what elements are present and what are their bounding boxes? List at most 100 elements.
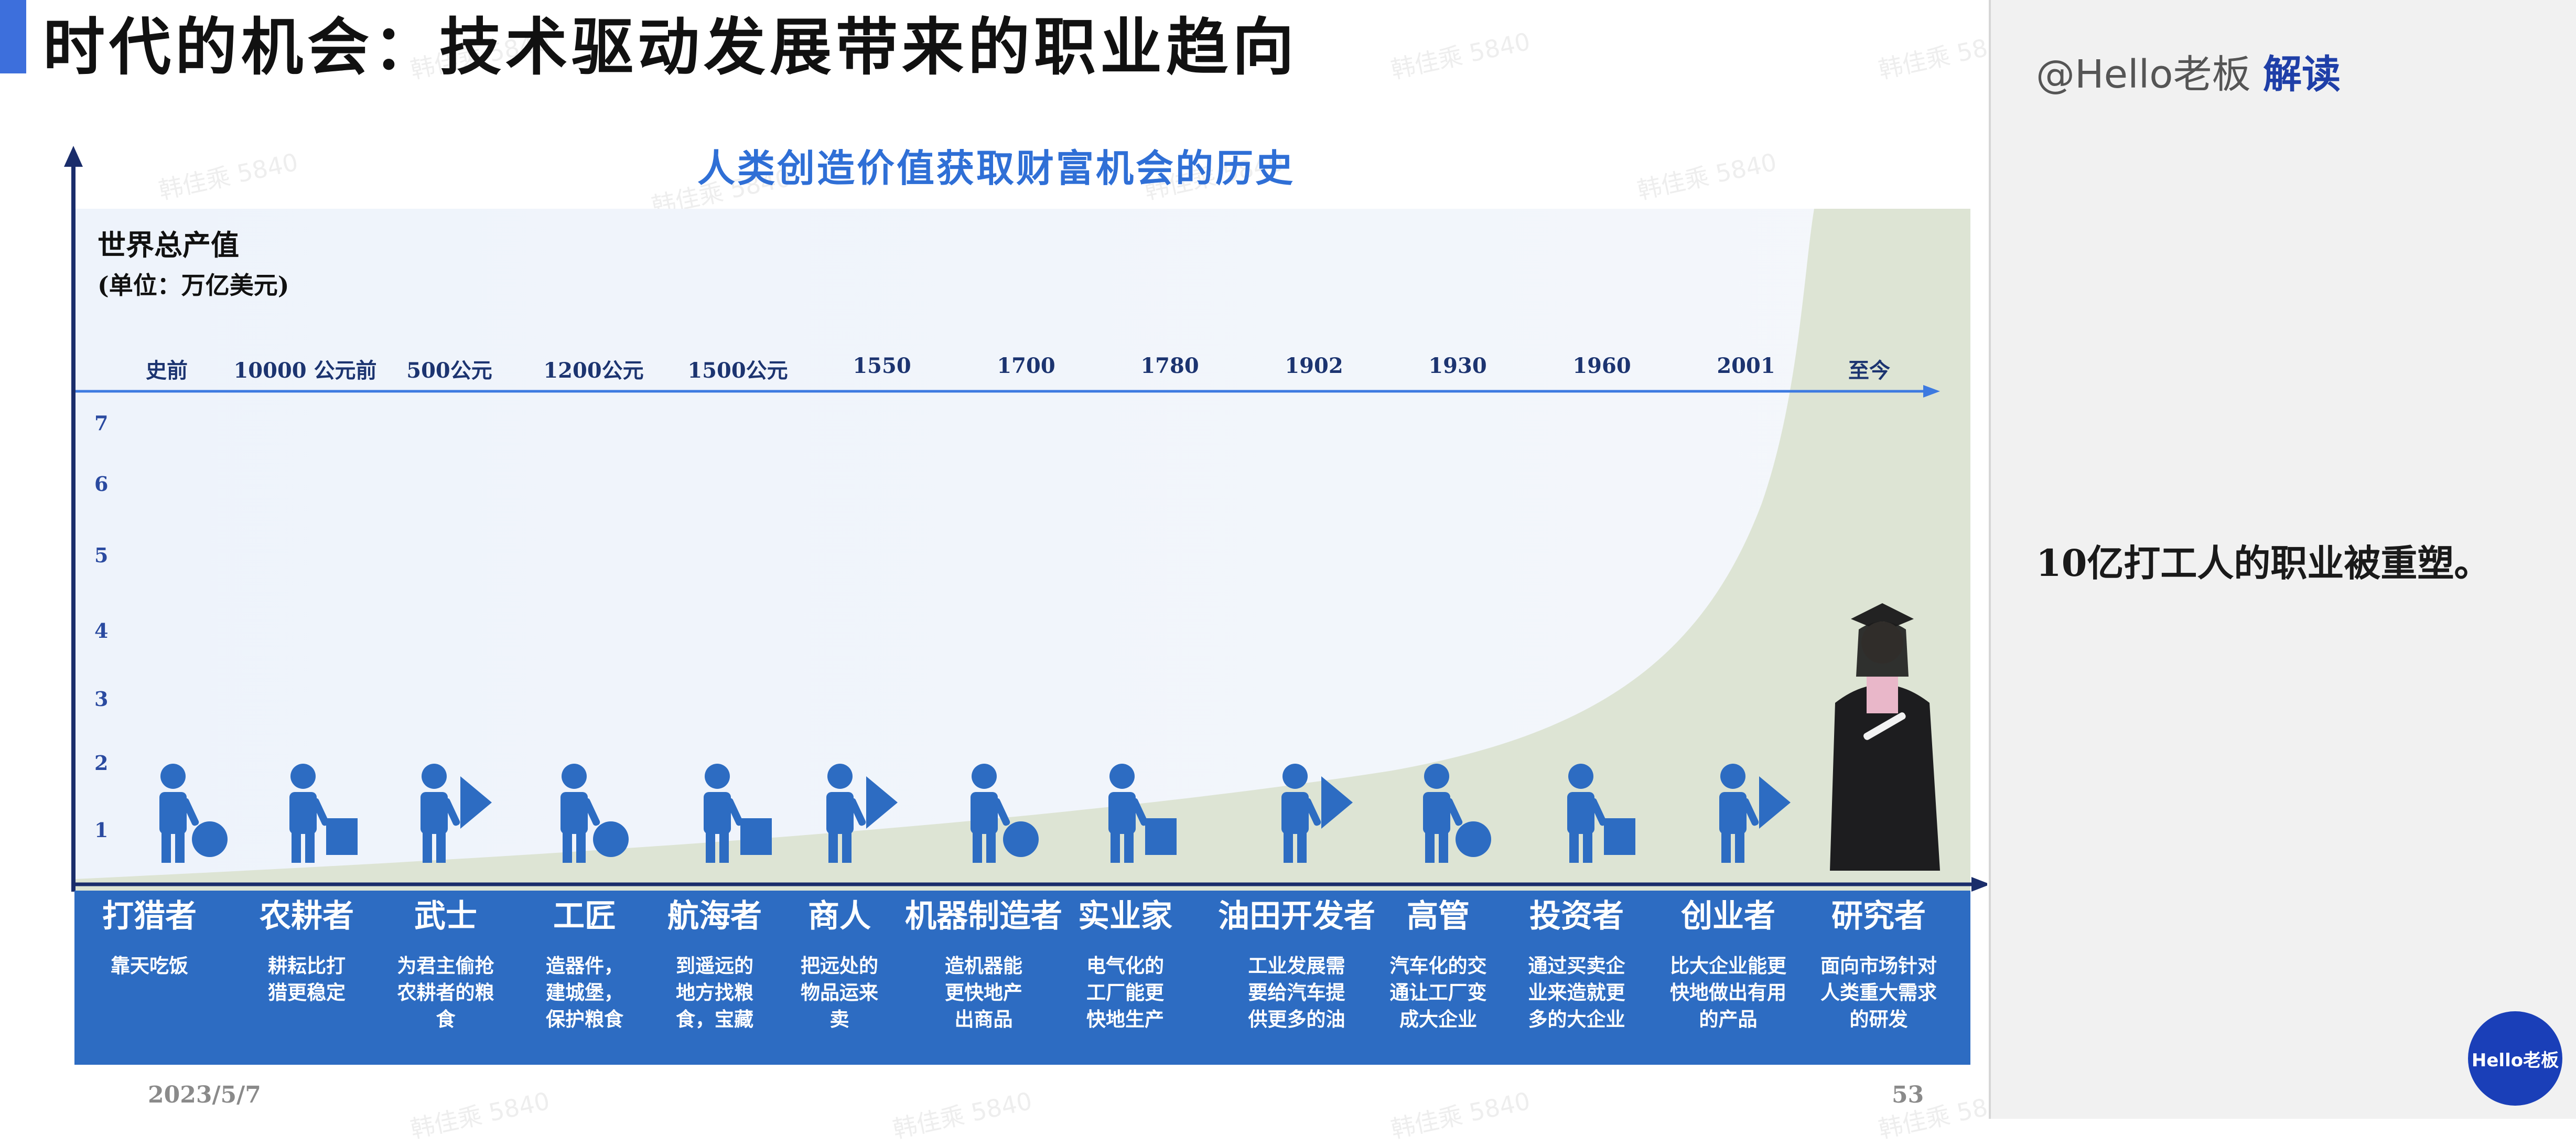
era-label: 1500公元 xyxy=(687,358,788,383)
role-description-line: 出商品 xyxy=(954,1008,1013,1031)
role-description-line: 通过买卖企 xyxy=(1528,954,1625,977)
role-label: 油田开发者 xyxy=(1218,898,1375,935)
role-icons xyxy=(159,603,1940,871)
role-description-line: 耕耘比打 xyxy=(268,954,346,977)
role-description-line: 物品运来 xyxy=(801,981,878,1004)
machine-maker-icon xyxy=(971,764,1039,863)
roles-band xyxy=(74,891,1970,1065)
role-description-line: 多的大企业 xyxy=(1528,1008,1625,1031)
title-accent-bar xyxy=(0,0,26,73)
era-label: 1780 xyxy=(1140,354,1199,378)
role-description: 工业发展需要给汽车提供更多的油 xyxy=(1248,953,1345,1033)
slide-title: 时代的机会：技术驱动发展带来的职业趋向 xyxy=(43,10,1299,83)
hello-laoban-logo[interactable]: Hello老板 xyxy=(2468,1011,2562,1106)
role-description-line: 更快地产 xyxy=(945,981,1022,1004)
researcher-photo xyxy=(1830,603,1940,871)
era-label: 1200公元 xyxy=(543,358,644,383)
farmer-icon xyxy=(289,764,358,863)
y-tick: 3 xyxy=(94,687,109,711)
role-description-line: 农耕者的粮 xyxy=(397,981,494,1004)
y-tick: 2 xyxy=(94,751,109,775)
role-description-line: 建城堡， xyxy=(546,981,623,1004)
growth-area xyxy=(74,209,1970,891)
y-tick: 5 xyxy=(94,543,109,567)
role-description: 通过买卖企业来造就更多的大企业 xyxy=(1528,953,1625,1033)
chart-title: 人类创造价值获取财富机会的历史 xyxy=(697,146,1296,190)
era-label: 1930 xyxy=(1428,354,1487,378)
era-timeline-arrow xyxy=(1923,385,1940,398)
y-tick: 1 xyxy=(94,818,109,842)
role-label: 武士 xyxy=(414,898,477,935)
era-label: 1550 xyxy=(853,354,911,378)
role-description-line: 要给汽车提 xyxy=(1248,981,1345,1004)
role-description-line: 造器件， xyxy=(546,954,623,977)
role-label: 实业家 xyxy=(1078,898,1172,935)
role-label: 高管 xyxy=(1407,898,1470,935)
role-description-line: 快地生产 xyxy=(1086,1008,1164,1031)
y-tick: 7 xyxy=(94,411,109,435)
executive-icon xyxy=(1423,764,1491,863)
role-description: 电气化的工厂能更快地生产 xyxy=(1086,953,1164,1033)
role-description-line: 靠天吃饭 xyxy=(111,954,188,977)
y-axis-arrow xyxy=(64,146,83,167)
commentary-panel: @Hello老板 解读 10亿打工人的职业被重塑。 Hello老板 xyxy=(1989,0,2576,1119)
byline: @Hello老板 解读 xyxy=(2036,43,2341,99)
role-description-line: 猎更稳定 xyxy=(268,981,346,1004)
role-label: 商人 xyxy=(808,898,871,935)
merchant-icon xyxy=(826,764,898,863)
y-tick: 6 xyxy=(94,472,109,496)
role-description-line: 快地做出有用 xyxy=(1670,981,1786,1004)
y-axis-unit: (单位：万亿美元) xyxy=(98,271,289,299)
role-label: 打猎者 xyxy=(102,898,197,935)
role-description-line: 卖 xyxy=(829,1008,849,1031)
chart-graphics xyxy=(64,146,1987,892)
role-description-line: 的产品 xyxy=(1699,1008,1758,1031)
role-description: 把远处的物品运来卖 xyxy=(801,953,878,1033)
role-description: 耕耘比打猎更稳定 xyxy=(268,953,346,1006)
wealth-history-chart: 人类创造价值获取财富机会的历史 世界总产值 (单位：万亿美元) 1 2 3 4 … xyxy=(64,146,1987,1108)
role-description-line: 食，宝藏 xyxy=(676,1008,753,1031)
summary-text: 10亿打工人的职业被重塑。 xyxy=(2036,541,2491,585)
role-description: 靠天吃饭 xyxy=(111,953,188,979)
oil-developer-icon xyxy=(1281,764,1353,863)
role-description-line: 到遥远的 xyxy=(676,954,753,977)
era-label: 史前 xyxy=(146,358,188,383)
role-description-line: 比大企业能更 xyxy=(1670,954,1786,977)
investor-icon xyxy=(1567,764,1635,863)
role-description-line: 保护粮食 xyxy=(546,1008,623,1031)
role-description-line: 的研发 xyxy=(1849,1008,1908,1031)
role-description-line: 食 xyxy=(436,1008,456,1031)
role-label: 工匠 xyxy=(553,898,616,935)
role-label: 创业者 xyxy=(1681,898,1775,935)
role-description: 汽车化的交通让工厂变成大企业 xyxy=(1390,953,1487,1033)
role-label: 农耕者 xyxy=(260,898,354,935)
role-description-line: 成大企业 xyxy=(1399,1008,1477,1031)
role-description-line: 把远处的 xyxy=(801,954,878,977)
role-description: 面向市场针对人类重大需求的研发 xyxy=(1820,953,1937,1033)
role-description: 到遥远的地方找粮食，宝藏 xyxy=(676,953,753,1033)
role-description-line: 工厂能更 xyxy=(1086,981,1164,1004)
role-description: 为君主偷抢农耕者的粮食 xyxy=(397,953,494,1033)
y-tick: 4 xyxy=(94,619,109,643)
x-axis-arrow xyxy=(1971,877,1987,892)
navigator-icon xyxy=(704,764,772,863)
byline-accent: 解读 xyxy=(2263,52,2341,97)
entrepreneur-icon xyxy=(1719,764,1791,863)
era-label: 10000 公元前 xyxy=(233,358,377,383)
page-number: 53 xyxy=(1892,1082,1924,1108)
byline-handle: @Hello老板 xyxy=(2036,52,2264,97)
role-description: 造器件， 建城堡， 保护粮食 xyxy=(546,953,623,1033)
role-label: 投资者 xyxy=(1529,898,1624,935)
role-description-line: 为君主偷抢 xyxy=(397,954,494,977)
era-label: 500公元 xyxy=(406,358,492,383)
y-axis-title: 世界总产值 xyxy=(98,228,239,262)
era-label: 至今 xyxy=(1848,358,1890,383)
role-label: 航海者 xyxy=(667,898,762,935)
role-description-line: 工业发展需 xyxy=(1248,954,1345,977)
role-description-line: 电气化的 xyxy=(1086,954,1164,977)
industrialist-icon xyxy=(1108,764,1177,863)
role-label: 机器制造者 xyxy=(905,898,1062,935)
role-label: 研究者 xyxy=(1831,898,1926,935)
era-label: 1960 xyxy=(1572,354,1631,378)
slide-date: 2023/5/7 xyxy=(148,1082,261,1108)
